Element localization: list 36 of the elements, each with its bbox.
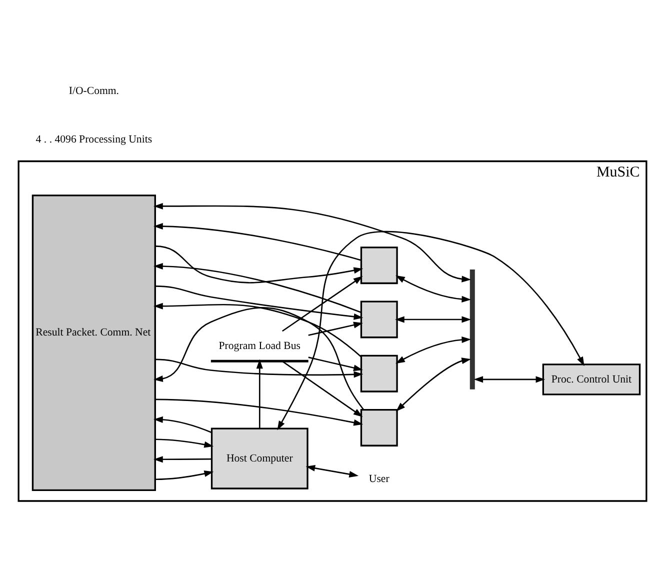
node-box: Proc. Control Unit bbox=[542, 363, 641, 395]
arrow bbox=[256, 358, 263, 428]
arrow bbox=[282, 360, 363, 416]
arrow bbox=[154, 306, 364, 410]
arrow bbox=[154, 202, 472, 282]
arrow bbox=[395, 316, 472, 322]
node-box bbox=[360, 354, 398, 392]
node-box bbox=[360, 246, 398, 284]
arrow bbox=[154, 302, 362, 357]
arrow bbox=[156, 358, 364, 378]
arrow bbox=[154, 262, 362, 313]
arrow bbox=[154, 222, 362, 260]
arrow bbox=[156, 285, 364, 320]
node-text: User bbox=[368, 472, 390, 485]
arrow bbox=[156, 438, 214, 448]
node-bar bbox=[470, 269, 475, 389]
arrow bbox=[396, 274, 472, 302]
arrow bbox=[396, 357, 472, 412]
arrow bbox=[308, 321, 363, 336]
node-box: Host Computer bbox=[210, 427, 308, 489]
arrow bbox=[154, 456, 212, 462]
arrow bbox=[306, 464, 359, 477]
arrow bbox=[156, 398, 364, 426]
arrow bbox=[282, 276, 363, 332]
node-box bbox=[360, 408, 398, 446]
arrow bbox=[396, 336, 472, 364]
arrow bbox=[277, 230, 584, 430]
arrow bbox=[154, 416, 212, 433]
node-box bbox=[360, 300, 398, 338]
label: 4 . . 4096 Processing Units bbox=[36, 132, 152, 145]
arrow bbox=[156, 245, 364, 283]
label: I/O-Comm. bbox=[68, 84, 120, 97]
node-text: Program Load Bus bbox=[218, 339, 300, 352]
arrow bbox=[474, 376, 546, 382]
arrow bbox=[308, 356, 363, 371]
arrow bbox=[156, 470, 214, 480]
